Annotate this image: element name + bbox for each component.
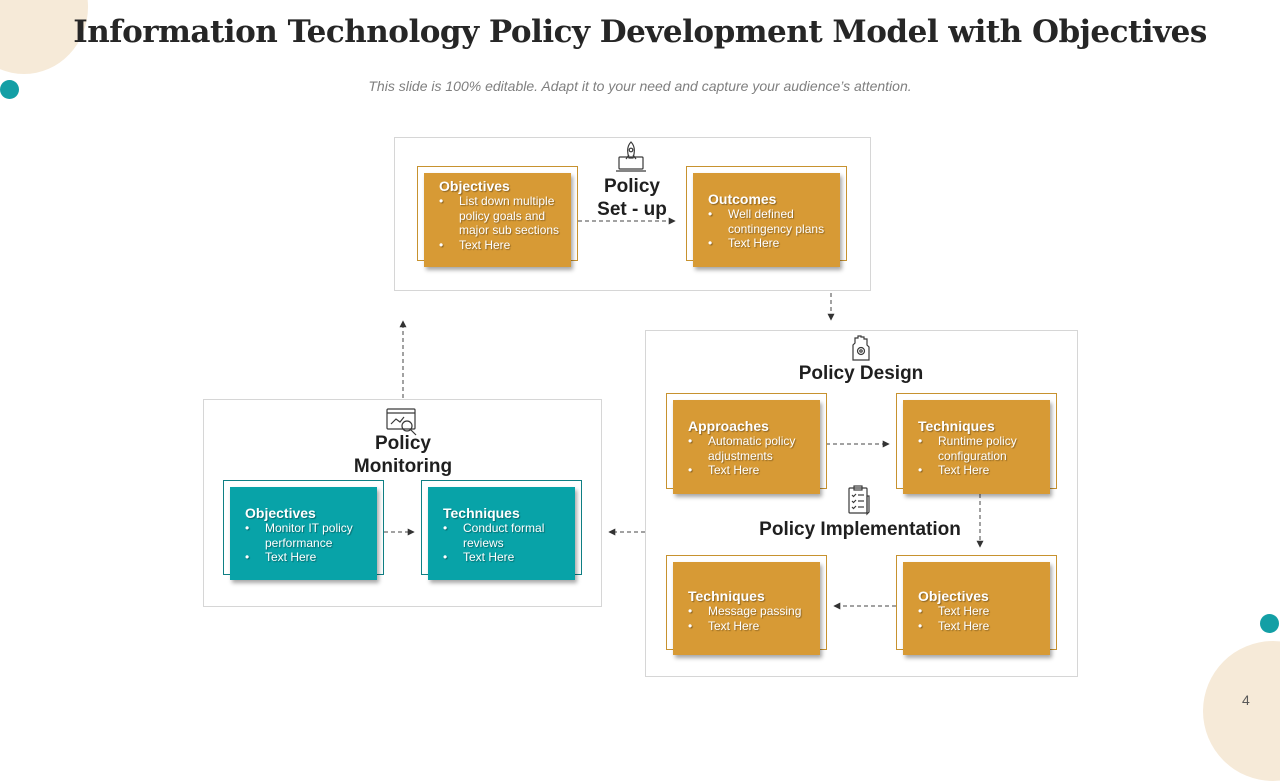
- card-title: Approaches: [688, 418, 769, 434]
- accent-dot-left: [0, 80, 19, 99]
- card-bullet: Text Here: [918, 463, 1040, 478]
- card-bullet: Monitor IT policy performance: [245, 521, 367, 550]
- card-bullet: Text Here: [918, 619, 1040, 634]
- impl-techniques-card: Techniques Message passing Text Here: [673, 562, 820, 655]
- slide-title: Information Technology Policy Developmen…: [73, 14, 1207, 50]
- slide-subtitle: This slide is 100% editable. Adapt it to…: [368, 78, 912, 94]
- design-techniques-card: Techniques Runtime policy configuration …: [903, 400, 1050, 494]
- card-title: Techniques: [688, 588, 765, 604]
- flow-connectors: [384, 217, 984, 610]
- setup-objectives-card: Objectives List down multiple policy goa…: [424, 173, 571, 267]
- monitoring-objectives-card: Objectives Monitor IT policy performance…: [230, 487, 377, 580]
- card-title: Techniques: [918, 418, 995, 434]
- card-bullet: Text Here: [245, 550, 367, 565]
- monitor-magnifier-icon: [386, 408, 417, 436]
- card-bullet: Text Here: [708, 236, 830, 251]
- card-bullet: Message passing: [688, 604, 810, 619]
- card-title: Objectives: [245, 505, 316, 521]
- card-bullet: Text Here: [688, 463, 810, 478]
- page-number: 4: [1242, 692, 1250, 708]
- card-bullet: Runtime policy configuration: [918, 434, 1040, 463]
- card-bullet: Text Here: [918, 604, 1040, 619]
- monitoring-techniques-card: Techniques Conduct formal reviews Text H…: [428, 487, 575, 580]
- card-title: Objectives: [918, 588, 989, 604]
- card-bullet: Conduct formal reviews: [443, 521, 565, 550]
- design-approaches-card: Approaches Automatic policy adjustments …: [673, 400, 820, 494]
- card-bullet: Automatic policy adjustments: [688, 434, 810, 463]
- policy-setup-label: Policy Set - up: [597, 176, 667, 220]
- setup-outcomes-card: Outcomes Well defined contingency plans …: [693, 173, 840, 267]
- rocket-laptop-icon: [616, 141, 646, 172]
- card-title: Objectives: [439, 178, 510, 194]
- accent-dot-right: [1260, 614, 1279, 633]
- card-title: Techniques: [443, 505, 520, 521]
- policy-monitoring-label: Policy Monitoring: [353, 433, 453, 477]
- card-bullet: Text Here: [688, 619, 810, 634]
- policy-design-label: Policy Design: [798, 363, 924, 384]
- checklist-icon: [848, 485, 870, 516]
- card-bullet: Text Here: [439, 238, 561, 253]
- impl-objectives-card: Objectives Text Here Text Here: [903, 562, 1050, 655]
- card-bullet: Text Here: [443, 550, 565, 565]
- card-bullet: List down multiple policy goals and majo…: [439, 194, 561, 238]
- card-title: Outcomes: [708, 191, 777, 207]
- policy-implementation-label: Policy Implementation: [759, 519, 961, 540]
- gear-hand-icon: [852, 335, 870, 361]
- card-bullet: Well defined contingency plans: [708, 207, 830, 236]
